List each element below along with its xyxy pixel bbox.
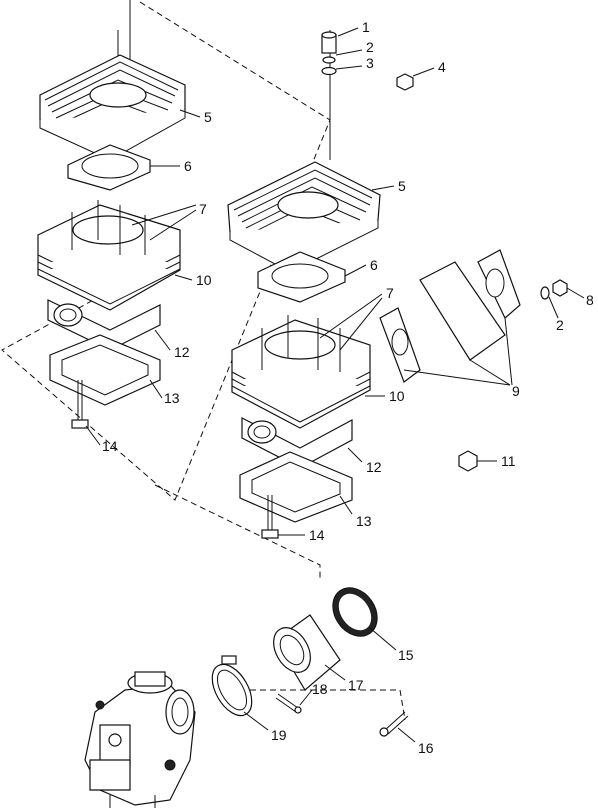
- callout-6-left: 6: [184, 158, 192, 174]
- callout-18: 18: [312, 681, 328, 697]
- callout-9: 9: [512, 383, 520, 399]
- callout-8: 8: [586, 292, 594, 308]
- callout-13-right: 13: [356, 513, 372, 529]
- callout-7-right: 7: [386, 285, 394, 301]
- callout-14-left: 14: [102, 438, 118, 454]
- callout-10-right: 10: [389, 388, 405, 404]
- base-gasket-right: [239, 451, 353, 523]
- callout-19: 19: [271, 727, 287, 743]
- nut-11: [458, 450, 478, 472]
- callout-2-right: 2: [556, 317, 564, 333]
- head-gasket-right: [257, 251, 346, 303]
- callout-11: 11: [501, 453, 516, 469]
- cylinder-left: [37, 200, 181, 351]
- screw-16: [379, 711, 409, 737]
- callout-16: 16: [418, 740, 434, 756]
- base-gasket-left: [49, 334, 161, 406]
- cylinder-right: [231, 315, 371, 469]
- callout-3: 3: [366, 55, 374, 71]
- hose-clamp: [211, 655, 253, 717]
- callout-13-left: 13: [164, 390, 180, 406]
- head-gasket-left: [67, 144, 151, 191]
- intake-boot: [273, 614, 341, 691]
- callout-labels: 1 2 3 4 5 6 7 10 12 13 14 5 6 7 8 2 9 10…: [102, 19, 594, 756]
- callout-14-right: 14: [309, 527, 325, 543]
- callout-17: 17: [348, 677, 364, 693]
- callout-2-top: 2: [366, 39, 374, 55]
- o-ring: [332, 587, 378, 637]
- cylinder-head-right: [227, 161, 381, 273]
- leader-lines: [85, 27, 585, 743]
- callout-6-right: 6: [370, 257, 378, 273]
- nut-and-washer-right: [540, 279, 568, 300]
- cylinder-head-left: [39, 54, 186, 161]
- callout-7-left: 7: [199, 201, 207, 217]
- callout-4: 4: [438, 59, 446, 75]
- screw-18: [275, 693, 302, 714]
- bolt-right: [261, 495, 279, 539]
- callout-5-right: 5: [398, 178, 406, 194]
- callout-10-left: 10: [196, 272, 212, 288]
- callout-12-right: 12: [366, 459, 382, 475]
- exhaust-gaskets: [379, 249, 521, 383]
- callout-1: 1: [362, 19, 370, 35]
- callout-15: 15: [398, 647, 414, 663]
- callout-5-left: 5: [204, 109, 212, 125]
- callout-12-left: 12: [174, 344, 190, 360]
- top-hardware: [321, 31, 414, 91]
- bolt-left: [71, 380, 89, 429]
- carburetor: [84, 671, 196, 808]
